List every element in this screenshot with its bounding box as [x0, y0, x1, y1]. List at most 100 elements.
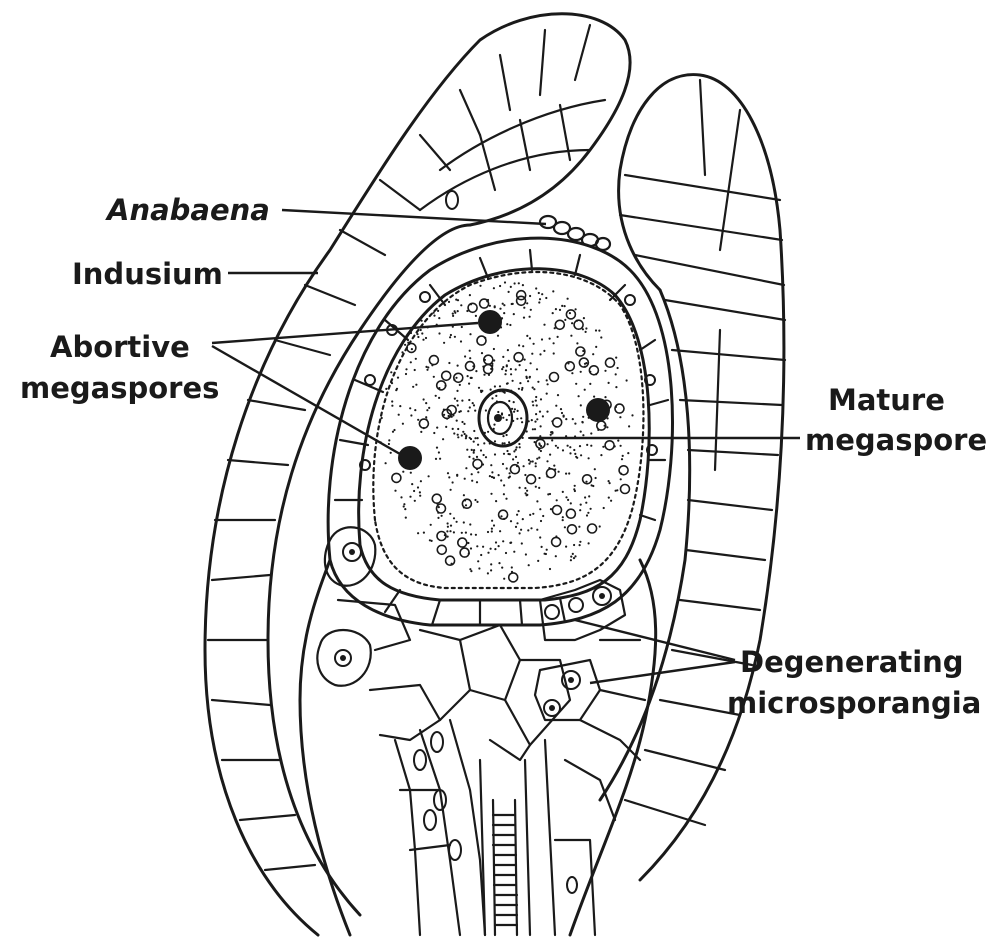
stipple-dot	[617, 367, 619, 369]
stipple-dot	[483, 442, 485, 444]
stipple-dot	[539, 508, 541, 510]
stipple-dot	[476, 456, 478, 458]
stipple-dot	[545, 297, 547, 299]
stipple-dot	[515, 368, 517, 370]
stipple-dot	[532, 401, 534, 403]
stipple-dot	[410, 332, 412, 334]
stipple-dot	[561, 305, 563, 307]
stipple-dot	[474, 499, 476, 501]
stipple-dot	[526, 490, 528, 492]
stipple-dot	[470, 570, 472, 572]
stipple-dot	[503, 453, 505, 455]
stipple-dot	[547, 383, 549, 385]
stipple-dot	[470, 533, 472, 535]
stipple-dot	[465, 437, 467, 439]
stipple-dot	[490, 493, 492, 495]
mature-megaspore-body	[373, 272, 643, 588]
stipple-dot	[471, 480, 473, 482]
vacuole	[527, 475, 536, 484]
stipple-dot	[530, 527, 532, 529]
stipple-dot	[571, 372, 573, 374]
stipple-dot	[503, 493, 505, 495]
stipple-dot	[473, 430, 475, 432]
stipple-dot	[461, 434, 463, 436]
stipple-dot	[477, 471, 479, 473]
stipple-dot	[549, 568, 551, 570]
stipple-dot	[514, 282, 516, 284]
vacuole	[517, 296, 526, 305]
stipple-dot	[598, 330, 600, 332]
stipple-dot	[578, 526, 580, 528]
stipple-dot	[587, 512, 589, 514]
stipple-dot	[526, 302, 528, 304]
stipple-dot	[491, 476, 493, 478]
stipple-dot	[400, 496, 402, 498]
vacuole	[437, 381, 446, 390]
stipple-dot	[536, 368, 538, 370]
pointer-abortive-1	[212, 323, 478, 343]
stipple-dot	[385, 462, 387, 464]
stipple-dot	[482, 546, 484, 548]
stipple-dot	[489, 475, 491, 477]
stipple-dot	[542, 415, 544, 417]
stipple-dot	[511, 566, 513, 568]
stipple-dot	[494, 453, 496, 455]
stipple-dot	[480, 554, 482, 556]
stipple-dot	[567, 445, 569, 447]
stipple-dot	[428, 475, 430, 477]
stipple-dot	[551, 439, 553, 441]
stipple-dot	[506, 323, 508, 325]
stipple-dot	[493, 477, 495, 479]
stipple-dot	[471, 473, 473, 475]
stipple-dot	[457, 365, 459, 367]
stipple-dot	[462, 431, 464, 433]
stipple-dot	[527, 529, 529, 531]
stipple-dot	[562, 516, 564, 518]
stipple-dot	[413, 490, 415, 492]
stipple-dot	[447, 536, 449, 538]
stipple-dot	[499, 530, 501, 532]
stipple-dot	[456, 420, 458, 422]
stipple-dot	[534, 428, 536, 430]
stipple-dot	[502, 463, 504, 465]
stipple-dot	[535, 486, 537, 488]
stipple-dot	[439, 458, 441, 460]
vacuole	[454, 373, 463, 382]
stipple-dot	[421, 332, 423, 334]
stipple-dot	[447, 526, 449, 528]
stipple-dot	[478, 567, 480, 569]
stipple-dot	[445, 426, 447, 428]
stipple-dot	[510, 373, 512, 375]
stipple-dot	[425, 337, 427, 339]
stipple-dot	[586, 514, 588, 516]
stipple-dot	[581, 421, 583, 423]
vacuole	[588, 524, 597, 533]
stipple-dot	[500, 515, 502, 517]
stipple-dot	[503, 312, 505, 314]
stipple-dot	[502, 366, 504, 368]
stipple-dot	[477, 444, 479, 446]
stipple-dot	[586, 444, 588, 446]
stipple-dot	[460, 304, 462, 306]
vacuole	[552, 537, 561, 546]
stipple-dot	[438, 506, 440, 508]
stipple-dot	[553, 352, 555, 354]
stipple-dot	[421, 320, 423, 322]
stipple-dot	[552, 312, 554, 314]
stipple-dot	[531, 353, 533, 355]
stipple-dot	[533, 343, 535, 345]
stipple-dot	[525, 492, 527, 494]
stipple-dot	[405, 373, 407, 375]
stipple-dot	[579, 544, 581, 546]
stipple-dot	[472, 458, 474, 460]
stipple-dot	[543, 350, 545, 352]
stipple-dot	[449, 530, 451, 532]
stipple-dot	[429, 539, 431, 541]
stipple-dot	[588, 457, 590, 459]
stipple-dot	[542, 515, 544, 517]
stipple-dot	[419, 495, 421, 497]
stipple-dot	[501, 412, 503, 414]
stipple-dot	[540, 445, 542, 447]
stipple-dot	[606, 426, 608, 428]
stipple-dot	[466, 449, 468, 451]
